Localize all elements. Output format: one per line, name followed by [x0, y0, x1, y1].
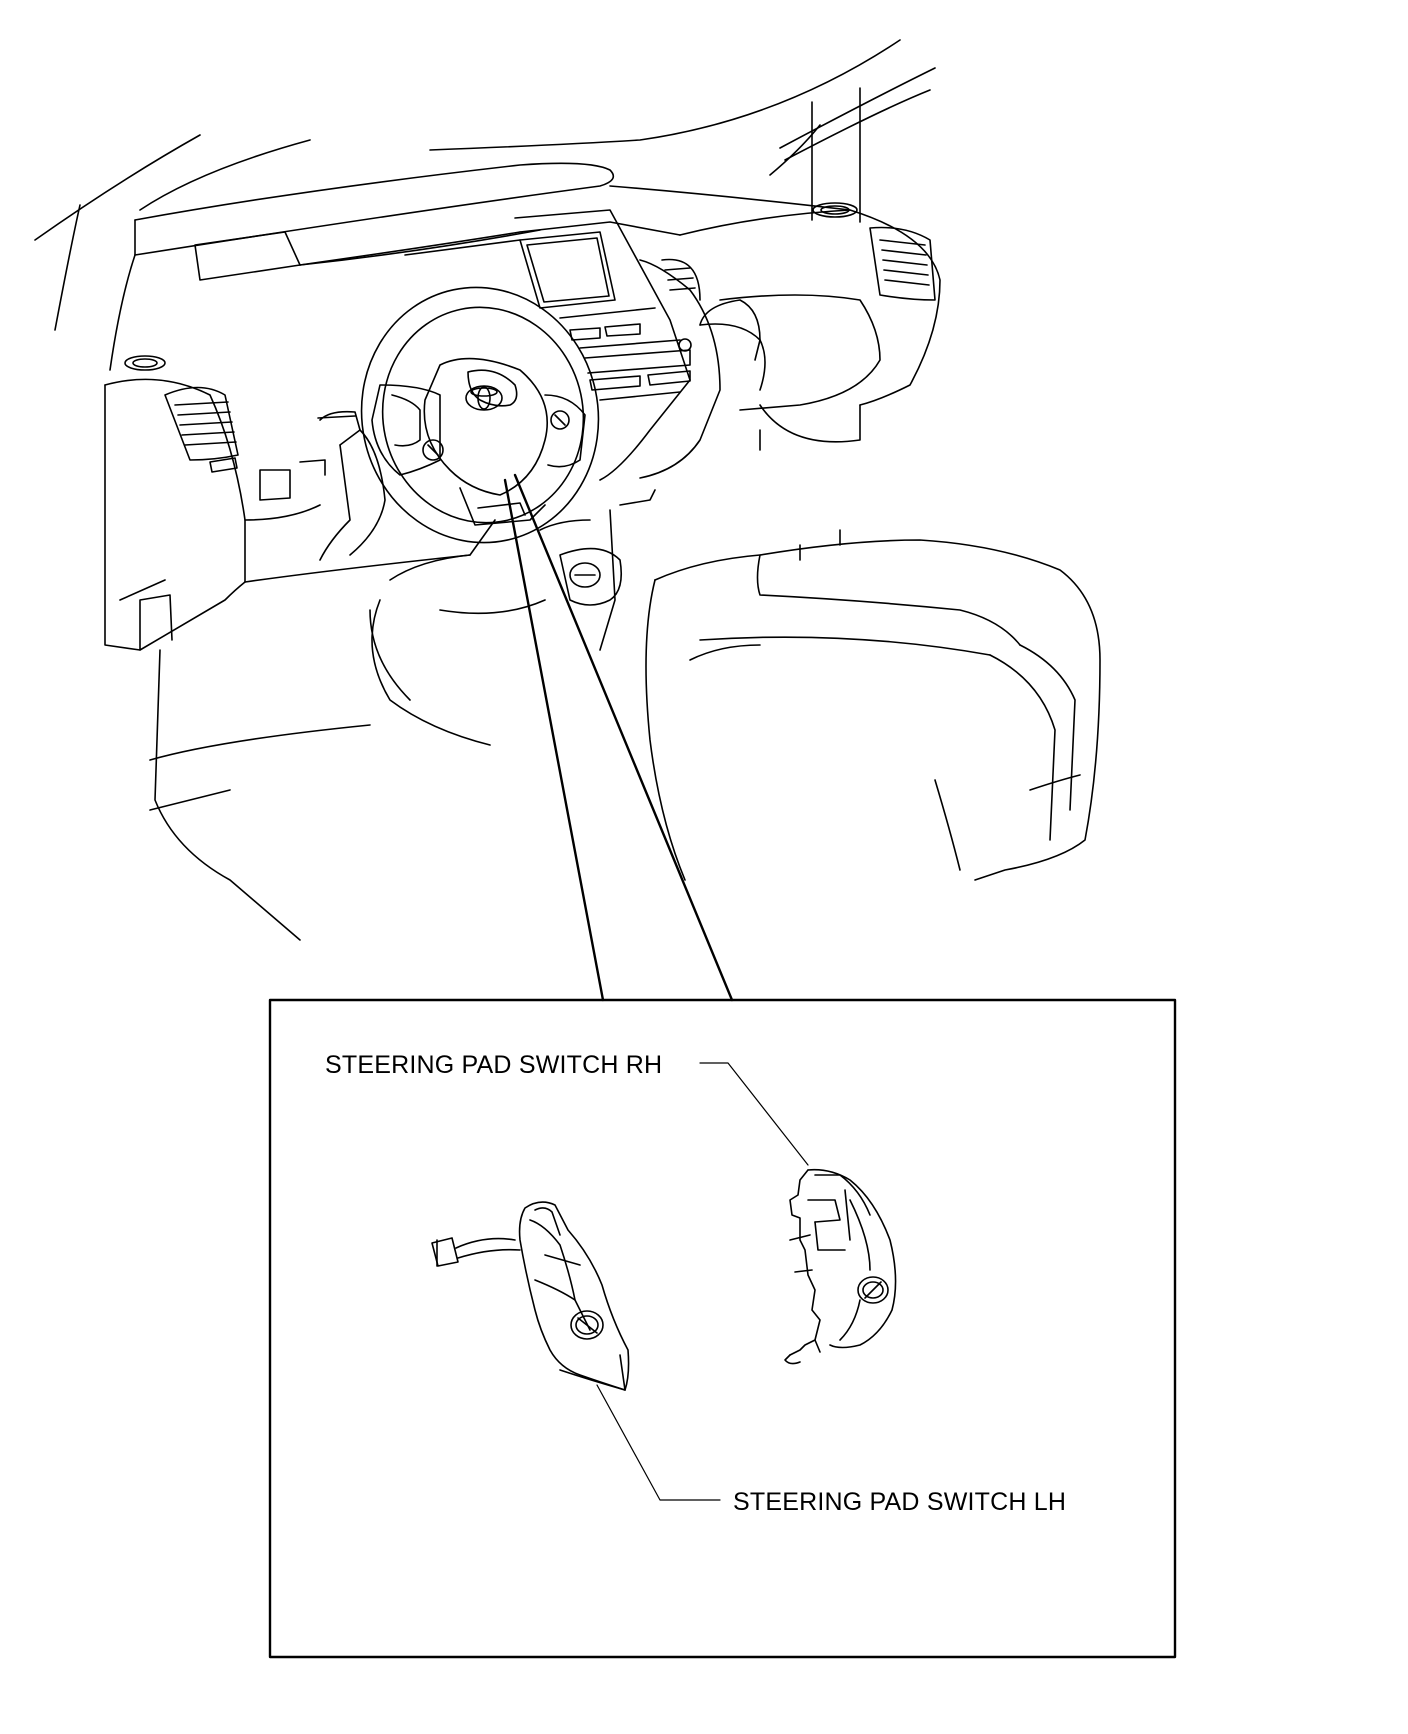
vehicle-interior-overview: [34, 39, 1101, 1002]
callout-lines: [596, 1062, 809, 1501]
passenger-seat: [645, 529, 1101, 881]
steering-pad-switch-rh: [784, 1168, 897, 1365]
detail-frame: [268, 998, 1177, 1659]
label-steering-pad-switch-lh: STEERING PAD SWITCH LH: [733, 1488, 1066, 1516]
windshield-lines: [34, 39, 936, 331]
lower-dash: [369, 489, 656, 746]
label-steering-pad-switch-rh: STEERING PAD SWITCH RH: [325, 1051, 662, 1079]
driver-seat: [149, 649, 371, 941]
detail-leader-lines: [503, 473, 734, 1002]
dashboard: [104, 162, 941, 651]
detail-inset: STEERING PAD SWITCH RH STEERING PAD SWIT…: [268, 998, 1177, 1659]
steering-pad-switch-lh: [431, 1201, 630, 1391]
steering-wheel: [360, 286, 600, 544]
